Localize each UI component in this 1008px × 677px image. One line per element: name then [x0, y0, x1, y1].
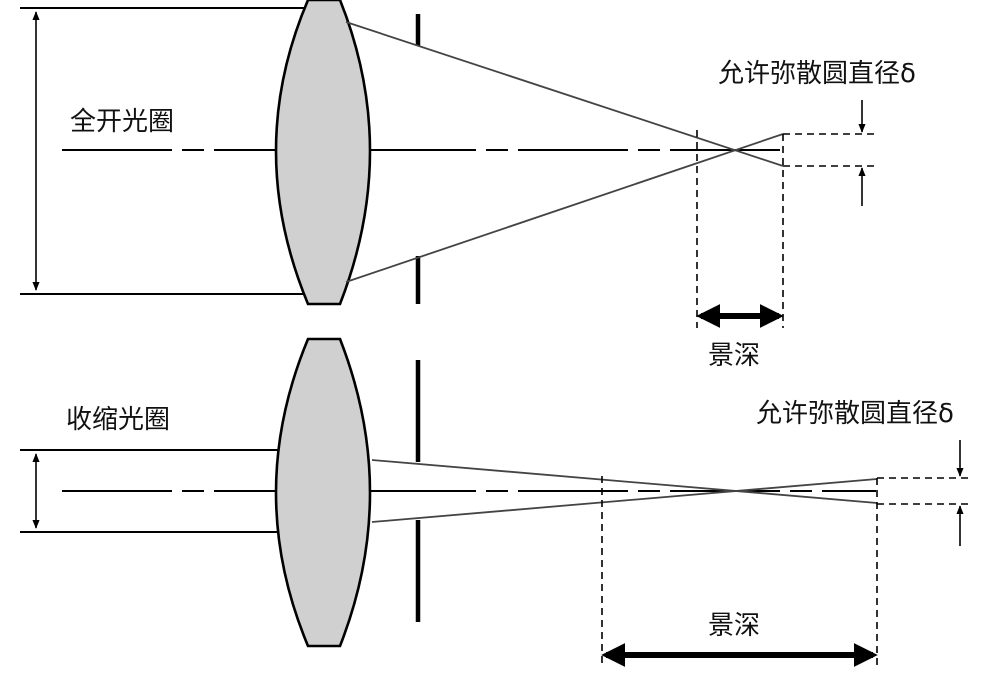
- stopped-down-aperture-label: 收缩光圈: [66, 405, 170, 435]
- lens: [274, 337, 372, 648]
- dof-label: 景深: [708, 611, 760, 641]
- lens: [274, 0, 372, 306]
- full-aperture-panel: 全开光圈 允许弥散圆直径δ 景深: [20, 0, 916, 371]
- coc-label: 允许弥散圆直径δ: [756, 399, 954, 429]
- full-aperture-label: 全开光圈: [70, 107, 174, 137]
- stopped-down-aperture-panel: 收缩光圈 允许弥散圆直径δ 景深: [20, 337, 972, 667]
- upper-ray: [371, 459, 878, 504]
- lower-ray: [345, 133, 784, 283]
- dof-label: 景深: [708, 341, 760, 371]
- lower-ray: [371, 478, 878, 523]
- upper-ray: [345, 21, 784, 167]
- coc-label: 允许弥散圆直径δ: [718, 59, 916, 89]
